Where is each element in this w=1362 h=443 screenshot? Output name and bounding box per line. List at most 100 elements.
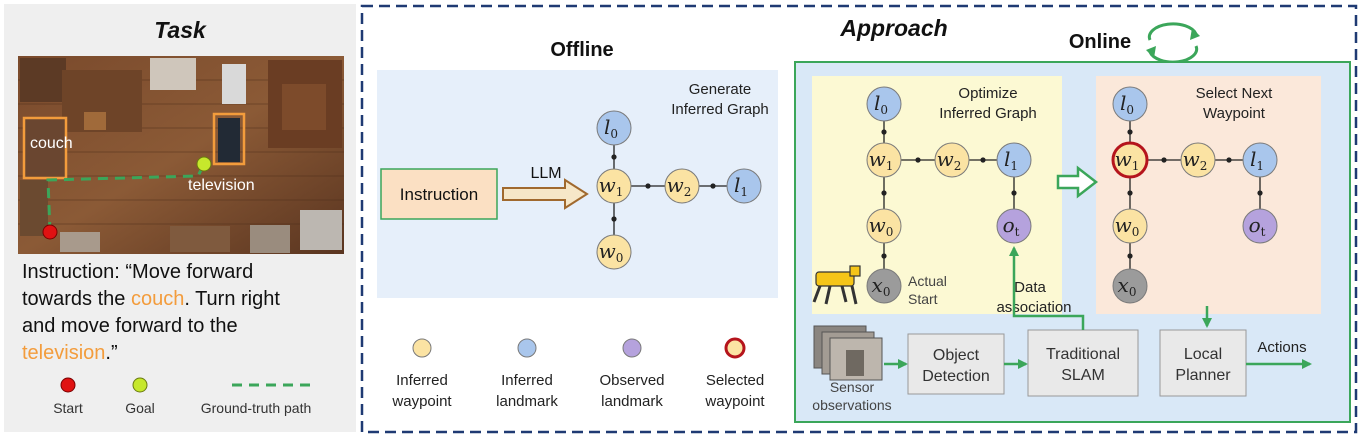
approach-title: Approach xyxy=(839,15,947,41)
room-image xyxy=(18,56,344,254)
legend-landmark-dot xyxy=(517,338,537,358)
legend-start-dot xyxy=(60,377,76,393)
graph-edge-factor xyxy=(1127,190,1133,196)
select-title-2: Waypoint xyxy=(1203,105,1266,122)
node-w2: w2 xyxy=(934,142,970,178)
graph-edge-factor xyxy=(645,183,651,189)
node-w2-circle xyxy=(664,168,700,204)
graph-edge-factor xyxy=(1127,129,1133,135)
node-l1-circle xyxy=(726,168,762,204)
task-legend: Start Goal Ground-truth path xyxy=(53,377,312,416)
legend-waypoint-label: Inferred xyxy=(396,372,448,389)
node-l0: l0 xyxy=(1112,86,1148,122)
graph-edge-factor xyxy=(1161,157,1167,163)
node-w0-circle xyxy=(596,234,632,270)
optimize-to-select-arrow xyxy=(1056,165,1099,199)
couch-label: couch xyxy=(30,135,73,152)
node-l1-circle xyxy=(1242,142,1278,178)
offline-title: Offline xyxy=(550,39,613,61)
node-l0-circle xyxy=(1112,86,1148,122)
slam-2: SLAM xyxy=(1061,367,1105,384)
approach-frame xyxy=(360,4,1358,434)
instruction-line: and move forward to the xyxy=(22,315,238,337)
data-association-arrow xyxy=(1009,246,1085,330)
object-detection-1: Object xyxy=(933,347,980,364)
legend-goal-dot xyxy=(132,377,148,393)
node-l1: l1 xyxy=(996,142,1032,178)
node-w1-circle xyxy=(866,142,902,178)
legend-selected-label: waypoint xyxy=(704,393,765,410)
graph-edge-factor xyxy=(611,154,617,160)
instruction-text: Instruction: “Move forward towards the c… xyxy=(22,261,280,364)
sensor-label-2: observations xyxy=(812,397,891,413)
node-w1-circle xyxy=(1111,141,1149,179)
task-panel: Task couch xyxy=(4,4,356,432)
offline-panel-title-1: Generate xyxy=(689,81,752,98)
node-ot: ot xyxy=(996,208,1032,244)
legend-landmark-label: Inferred xyxy=(501,372,553,389)
node-l0-circle xyxy=(866,86,902,122)
node-w1-label: w1 xyxy=(1115,147,1140,173)
goal-marker xyxy=(196,156,212,172)
node-w1-circle xyxy=(596,168,632,204)
legend-selected-dot xyxy=(724,337,746,359)
node-ot-circle xyxy=(996,208,1032,244)
slam-box xyxy=(1027,329,1139,397)
cycle-icon xyxy=(1146,22,1200,64)
legend-waypoint-dot xyxy=(412,338,432,358)
legend-landmark-label: landmark xyxy=(496,393,558,410)
node-w0: w0 xyxy=(1112,208,1148,244)
local-planner-box xyxy=(1159,329,1247,397)
node-w0: w0 xyxy=(866,208,902,244)
graph-edge-factor xyxy=(710,183,716,189)
object-detection-2: Detection xyxy=(922,368,990,385)
node-x0: x0 xyxy=(866,268,902,304)
legend-goal-label: Goal xyxy=(125,400,155,416)
node-l0: l0 xyxy=(866,86,902,122)
legend-waypoint-label: waypoint xyxy=(391,393,452,410)
select-title-1: Select Next xyxy=(1196,85,1274,102)
couch-box xyxy=(22,116,68,180)
node-w0-label: w0 xyxy=(1115,213,1140,239)
actual-start-2: Start xyxy=(908,291,938,307)
node-x0: x0 xyxy=(1112,268,1148,304)
node-ot-circle xyxy=(1242,208,1278,244)
graph-edge-factor xyxy=(1011,190,1017,196)
optimize-title-1: Optimize xyxy=(958,85,1017,102)
task-title: Task xyxy=(154,17,207,43)
graph-edge-factor xyxy=(611,216,617,222)
data-association-2: association xyxy=(996,299,1071,316)
graph-edge-factor xyxy=(1226,157,1232,163)
slam-1: Traditional xyxy=(1046,346,1120,363)
node-w2: w2 xyxy=(664,168,700,204)
node-w1: w1 xyxy=(866,142,902,178)
node-w2-circle xyxy=(934,142,970,178)
node-x0-circle xyxy=(866,268,902,304)
television-label: television xyxy=(188,177,255,194)
node-w2-circle xyxy=(1180,142,1216,178)
sensor-images xyxy=(813,325,883,381)
node-w0-circle xyxy=(866,208,902,244)
node-l1-circle xyxy=(996,142,1032,178)
node-ot: ot xyxy=(1242,208,1278,244)
local-planner-1: Local xyxy=(1184,346,1222,363)
television-box xyxy=(212,112,246,166)
instruction-line: towards the couch. Turn right xyxy=(22,288,280,310)
object-detection-box xyxy=(907,333,1005,395)
legend-start-label: Start xyxy=(53,400,83,416)
legend-selected-label: Selected xyxy=(706,372,764,389)
online-title: Online xyxy=(1069,31,1131,53)
graph-edge-factor xyxy=(915,157,921,163)
actions-label: Actions xyxy=(1257,339,1306,356)
optimize-title-2: Inferred Graph xyxy=(939,105,1037,122)
legend-path-label: Ground-truth path xyxy=(201,400,312,416)
node-w1: w1 xyxy=(596,168,632,204)
node-w0-circle xyxy=(1112,208,1148,244)
offline-panel-title-2: Inferred Graph xyxy=(671,101,769,118)
node-x0-circle xyxy=(1112,268,1148,304)
node-l1: l1 xyxy=(726,168,762,204)
